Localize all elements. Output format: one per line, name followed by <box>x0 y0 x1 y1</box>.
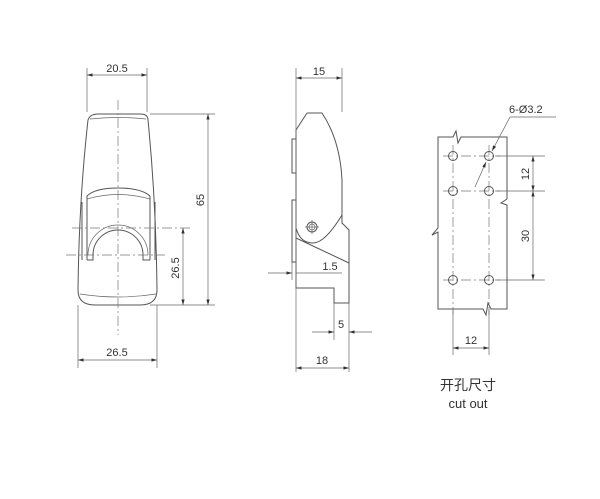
dim-step: 5 <box>338 319 344 331</box>
dim-width-top: 20.5 <box>106 63 127 75</box>
dim-pitch-large: 30 <box>520 230 532 242</box>
dim-offset: 1.5 <box>322 261 337 273</box>
dim-width-bottom: 26.5 <box>106 347 127 359</box>
mounting-holes <box>448 151 494 285</box>
dim-hole-height: 26.5 <box>170 257 182 278</box>
dim-depth-top: 15 <box>313 66 325 78</box>
dim-pitch-small: 12 <box>520 168 532 180</box>
front-view: 20.5 65 26.5 26.5 <box>66 63 215 368</box>
hole-spec: 6-Ø3.2 <box>509 104 543 116</box>
dim-height: 65 <box>195 194 207 206</box>
cutout-view: 6-Ø3.2 12 30 12 开孔尺寸 cut out <box>431 104 556 411</box>
caption-en: cut out <box>448 396 487 411</box>
dim-depth-bottom: 18 <box>316 355 328 367</box>
side-view: 15 1.5 5 18 <box>268 66 372 372</box>
caption-cn: 开孔尺寸 <box>440 377 496 393</box>
dim-spacing: 12 <box>465 335 477 347</box>
